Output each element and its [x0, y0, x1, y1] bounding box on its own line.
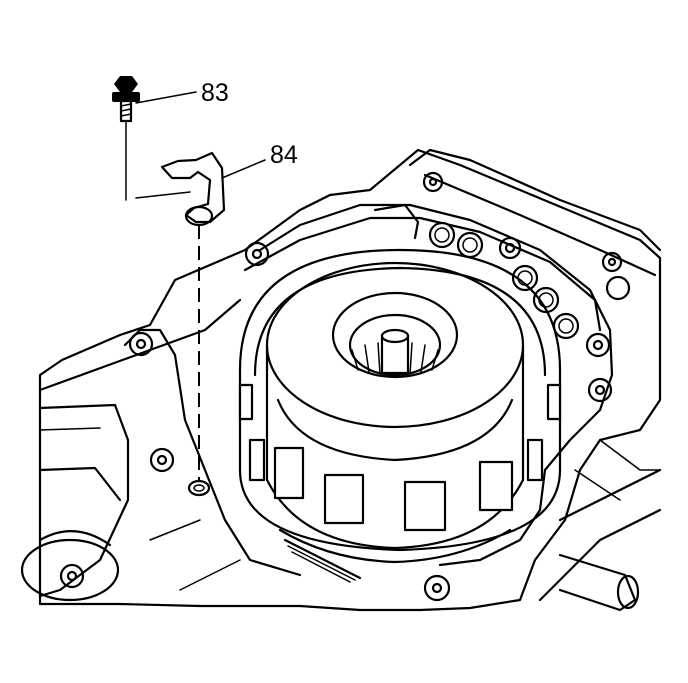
leader-line-83	[135, 91, 197, 104]
leader-line-84	[221, 159, 266, 179]
case-bolt-bosses	[59, 171, 631, 602]
case-bolt-hole	[187, 479, 211, 497]
fluid-passages	[373, 203, 580, 340]
clutch-drum-assembly	[238, 248, 562, 583]
transmission-case	[20, 148, 662, 612]
drum-splines	[238, 383, 562, 532]
bracket-84	[135, 151, 226, 227]
callout-label-84: 84	[270, 141, 298, 169]
callout-label-83: 83	[201, 79, 229, 107]
bolt-83	[112, 76, 140, 201]
